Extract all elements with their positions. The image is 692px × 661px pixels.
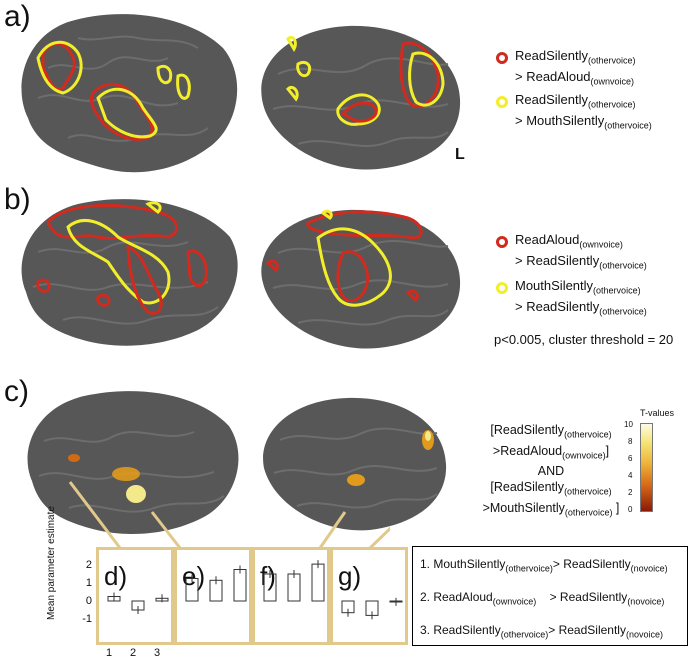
panel-a-letter: a) — [4, 0, 31, 33]
conjunction-expression: [ReadSilently(othervoice) >ReadAloud(own… — [482, 423, 620, 517]
box-g — [330, 547, 408, 645]
brain-c-right — [27, 391, 239, 534]
legend-b-1: ReadAloud(ownvoice) > ReadSilently(other… — [515, 232, 647, 271]
cbar-tick-6: 6 — [628, 454, 633, 463]
xtick-1: 1 — [106, 647, 113, 659]
legend-ring-yellow-b — [496, 282, 508, 294]
colorbar — [640, 423, 653, 512]
brain-b-right — [21, 199, 238, 346]
bar-f-3 — [311, 563, 325, 602]
bar-f-2 — [287, 573, 301, 602]
ytick-minus1: -1 — [82, 613, 92, 625]
brain-b-left — [261, 209, 461, 349]
ytick-0: 0 — [85, 595, 92, 607]
cbar-tick-0: 0 — [628, 505, 633, 514]
cbar-tick-8: 8 — [628, 437, 633, 446]
brain-c-left — [263, 397, 447, 531]
key-item-2: 2. ReadAloud(ownvoice) > ReadSilently(no… — [420, 590, 665, 607]
legend-a-2: ReadSilently(othervoice) > MouthSilently… — [515, 92, 652, 131]
legend-a-1: ReadSilently(othervoice) > ReadAloud(own… — [515, 48, 636, 87]
legend-ring-yellow-a — [496, 96, 508, 108]
panel-b-letter: b) — [4, 183, 31, 216]
bar-e-3 — [233, 569, 247, 602]
ytick-1: 1 — [85, 577, 92, 589]
xtick-3: 3 — [154, 647, 161, 659]
bar-charts — [107, 560, 403, 620]
condition-key — [412, 546, 688, 646]
brain-a-right — [21, 14, 238, 173]
threshold-text: p<0.005, cluster threshold = 20 — [494, 332, 674, 347]
cbar-tick-10: 10 — [624, 420, 633, 429]
letter-d: d) — [104, 561, 128, 591]
key-item-1: 1. MouthSilently(othervoice)> ReadSilent… — [420, 557, 668, 574]
bar-f-1 — [263, 573, 277, 602]
key-item-3: 3. ReadSilently(othervoice)> ReadSilentl… — [420, 623, 663, 640]
xtick-2: 2 — [130, 647, 137, 659]
legend-b-2: MouthSilently(othervoice) > ReadSilently… — [515, 278, 647, 317]
y-axis-label: Mean parameter estimate — [46, 506, 57, 620]
hemisphere-label: L — [455, 146, 465, 163]
letter-e: e) — [182, 561, 206, 591]
letter-g: g) — [338, 561, 362, 591]
ytick-2: 2 — [85, 559, 92, 571]
cbar-tick-4: 4 — [628, 471, 633, 480]
box-e — [174, 547, 252, 645]
brain-a-left — [261, 25, 461, 170]
panel-c-letter: c) — [4, 375, 29, 408]
legend-ring-red-b — [496, 236, 508, 248]
colorbar-title: T-values — [640, 408, 675, 418]
box-d — [96, 547, 174, 645]
box-f — [252, 547, 330, 645]
cbar-tick-2: 2 — [628, 488, 633, 497]
pointer-lines — [68, 481, 390, 550]
legend-ring-red-a — [496, 52, 508, 64]
